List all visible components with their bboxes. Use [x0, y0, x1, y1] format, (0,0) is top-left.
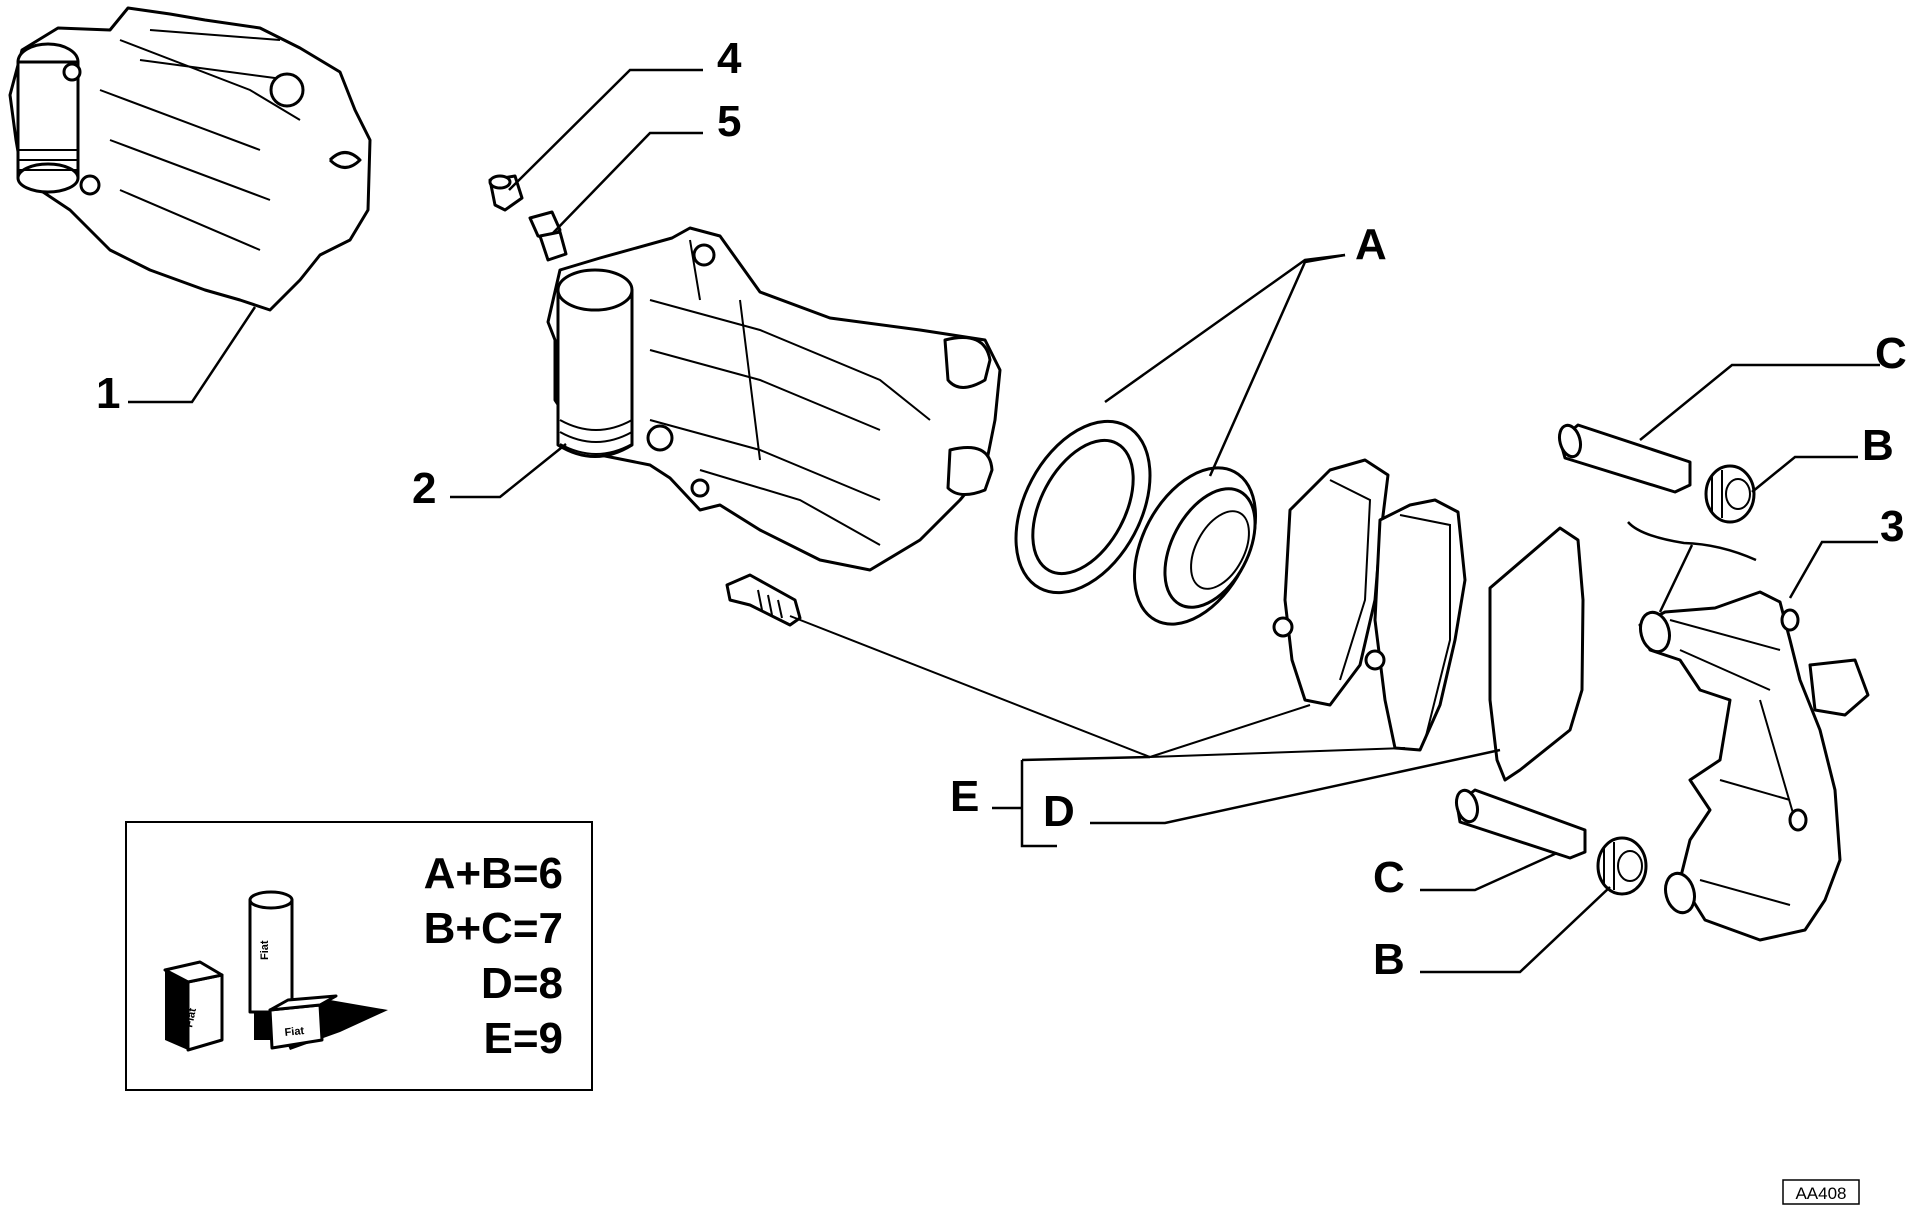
seal-ring — [1014, 419, 1152, 595]
leader-A-boot — [1208, 253, 1346, 477]
callout-D: D — [1043, 787, 1075, 836]
callout-C-bottom: C — [1373, 853, 1405, 902]
leader-2 — [450, 443, 567, 499]
leader-D — [1090, 748, 1501, 825]
fiat-label-box-left: Fiat — [183, 1007, 199, 1029]
kit-legend: Fiat Fiat Fiat A+B=6 B+C=7 D=8 E=9 — [125, 821, 593, 1091]
part-5-bleed-screw — [528, 210, 568, 262]
leader-E-bolt — [789, 615, 1151, 758]
fiat-product-illustration: Fiat Fiat Fiat — [163, 890, 388, 1052]
leader-C-top — [1639, 363, 1880, 441]
callout-5: 5 — [717, 97, 741, 146]
brake-pad-set — [1272, 458, 1467, 752]
dust-boot — [1132, 466, 1258, 626]
callout-C-top: C — [1875, 329, 1907, 378]
bracket-brace — [1627, 521, 1757, 613]
leader-1 — [128, 306, 257, 404]
reference-code-tag: AA408 — [1782, 1179, 1860, 1205]
fiat-label-can: Fiat — [259, 940, 271, 960]
bushing-upper — [1704, 464, 1756, 524]
callout-3: 3 — [1880, 502, 1904, 551]
leader-lines — [128, 68, 1880, 974]
leader-5 — [552, 131, 703, 234]
part-2-caliper-body — [546, 226, 1002, 572]
legend-line-2: B+C=7 — [424, 904, 563, 953]
part-3-caliper-bracket — [1638, 590, 1870, 942]
bushing-lower — [1596, 836, 1648, 896]
leader-3 — [1788, 540, 1878, 599]
callout-B-bottom: B — [1373, 935, 1405, 984]
callout-labels: 1 2 4 5 A C B 3 E D C B — [96, 34, 1907, 984]
leader-A-ring — [1104, 253, 1346, 404]
anti-squeal-shim — [1488, 526, 1585, 782]
callout-2: 2 — [412, 464, 436, 513]
legend-line-3: D=8 — [481, 959, 563, 1008]
callout-A: A — [1355, 220, 1387, 269]
callout-E: E — [950, 772, 979, 821]
leader-E-pad1 — [1149, 704, 1311, 758]
legend-line-4: E=9 — [483, 1014, 563, 1063]
guide-pin-upper — [1557, 423, 1692, 494]
leader-E-pad2 — [1149, 747, 1406, 758]
callout-B-top: B — [1862, 421, 1894, 470]
leader-E-bracket — [992, 755, 1151, 848]
callout-4: 4 — [717, 34, 742, 83]
leader-B-bottom — [1420, 886, 1611, 974]
caliper-bolt — [725, 573, 802, 627]
leader-B-top — [1751, 455, 1858, 493]
fiat-label-box-right: Fiat — [284, 1025, 305, 1039]
leader-4 — [508, 68, 703, 191]
legend-line-1: A+B=6 — [424, 849, 563, 898]
reference-code: AA408 — [1795, 1184, 1846, 1203]
guide-pin-lower — [1454, 788, 1587, 860]
part-1-caliper-assembly — [8, 6, 372, 312]
leader-C-bottom — [1420, 851, 1558, 892]
callout-1: 1 — [96, 369, 120, 418]
